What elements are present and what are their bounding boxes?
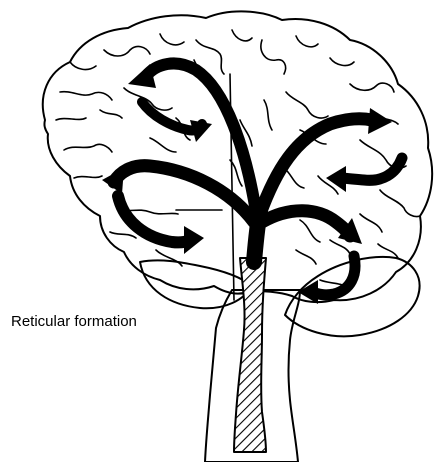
temporal-lobe-outline xyxy=(140,260,252,308)
cortical-folds xyxy=(56,30,420,300)
arrow-head-parietal xyxy=(368,108,392,134)
cerebrum-outline xyxy=(43,11,432,302)
arrow-head-temporal xyxy=(184,226,204,254)
arrow-head-parietal-inner xyxy=(326,166,346,192)
arrow-head-frontal-side xyxy=(102,168,124,194)
reticular-formation-label: Reticular formation xyxy=(9,313,139,330)
arrow-head-frontal-inner xyxy=(190,120,212,142)
